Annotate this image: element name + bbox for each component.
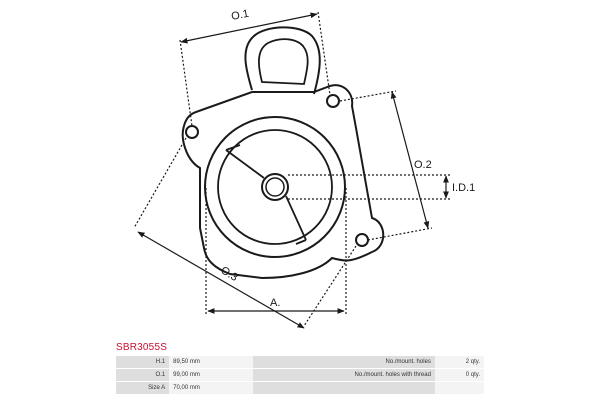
part-code: SBR3055S [116,342,168,353]
spec-row: O.1 99,00 mm No./mount. holes with threa… [116,369,484,381]
dim-o2 [339,90,433,241]
spec-label: Size A [116,382,170,394]
spec-label-2: No./mount. holes [252,356,435,368]
dim-a-label: A. [270,297,280,309]
spec-table: H.1 89,50 mm No./mount. holes 2 qty. O.1… [116,355,484,395]
center-bushing-outer [261,173,289,201]
dim-o1-label: O.1 [230,8,250,23]
spec-value: 99,00 mm [169,369,253,381]
dim-o1 [179,11,331,127]
top-loop-outer [244,26,321,95]
dim-a [205,188,347,316]
spec-label: H.1 [116,356,170,368]
starter-bracket-drawing: O.1 O.2 I.D.1 O.3 A. [133,8,475,329]
bore-sector [225,144,307,245]
dim-o2-label: O.2 [414,159,432,171]
top-loop-inner [258,38,309,85]
spec-value: 70,00 mm [169,382,253,394]
mount-hole-bottom-right [355,233,369,247]
spec-value-2: 2 qty. [434,356,484,368]
spec-label-2 [252,382,435,394]
mount-hole-left [185,125,199,139]
spec-label-2: No./mount. holes with thread [252,369,435,381]
flange-outline [181,84,385,280]
dim-o1-line [180,12,318,44]
spec-row: Size A 70,00 mm [116,382,484,394]
dim-o3-line [137,231,305,329]
spec-row: H.1 89,50 mm No./mount. holes 2 qty. [116,356,484,368]
center-bushing-inner [265,177,285,197]
spec-label: O.1 [116,369,170,381]
dim-o3 [133,137,357,327]
bore-outer [204,116,346,258]
mount-hole-top-right [326,94,340,108]
spec-value: 89,50 mm [169,356,253,368]
dim-id1-label: I.D.1 [452,182,475,194]
spec-value-2: 0 qty. [434,369,484,381]
spec-value-2 [434,382,484,394]
dim-id1 [288,174,452,200]
dim-o2-line [390,91,430,229]
